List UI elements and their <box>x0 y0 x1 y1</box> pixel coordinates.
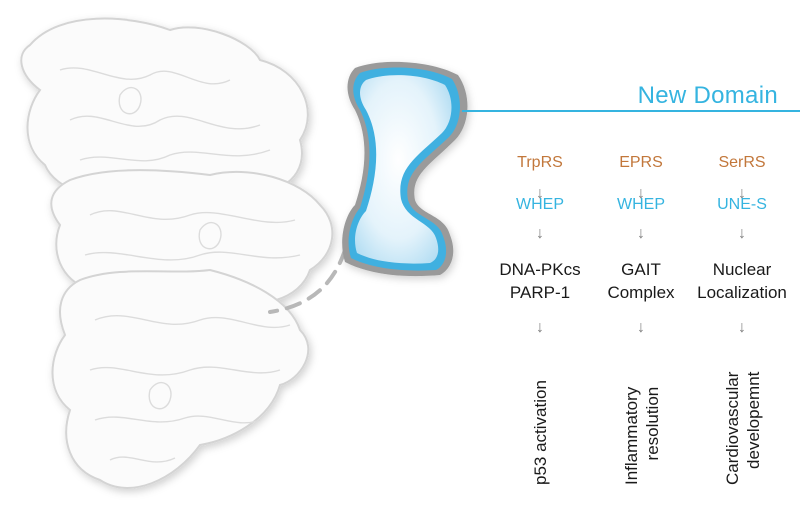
protein-detail-lines <box>59 67 301 463</box>
outcome-label-serrs: Cardiovascular developemnt <box>723 371 763 485</box>
down-arrow-icon: ↓ <box>536 319 544 336</box>
down-arrow-icon: ↓ <box>738 225 746 242</box>
down-arrow-icon: ↓ <box>637 185 645 202</box>
down-arrow-icon: ↓ <box>738 319 746 336</box>
domain-label: WHEP <box>617 196 665 213</box>
domain-label: UNE-S <box>717 196 767 213</box>
protein-body <box>20 17 334 489</box>
down-arrow-icon: ↓ <box>536 225 544 242</box>
outcome-label-trprs: p53 activation <box>531 380 550 485</box>
enzyme-label: TrpRS <box>517 154 563 171</box>
header-rule <box>462 110 800 112</box>
outcome-label-eprs: Inflammatory resolution <box>622 386 662 485</box>
new-domain-title: New Domain <box>637 82 778 109</box>
new-domain-shape <box>342 61 468 277</box>
enzyme-label: SerRS <box>718 154 766 171</box>
enzyme-label: EPRS <box>619 154 663 171</box>
partner-label: DNA-PKcs PARP-1 <box>499 260 581 302</box>
down-arrow-icon: ↓ <box>637 319 645 336</box>
down-arrow-icon: ↓ <box>738 185 746 202</box>
partner-label: Nuclear Localization <box>697 260 787 302</box>
down-arrow-icon: ↓ <box>637 225 645 242</box>
down-arrow-icon: ↓ <box>536 185 544 202</box>
partner-label: GAIT Complex <box>607 260 675 302</box>
domain-label: WHEP <box>516 196 564 213</box>
linker-dashed-line <box>268 248 347 314</box>
